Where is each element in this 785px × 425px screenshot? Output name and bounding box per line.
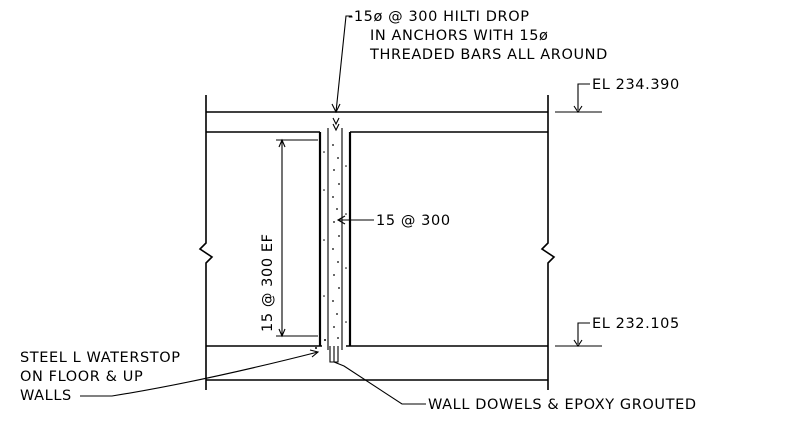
dowels-note: WALL DOWELS & EPOXY GROUTED <box>428 397 697 413</box>
dowels-leader <box>333 361 426 405</box>
vertical-bars-dimension <box>276 138 318 338</box>
elevation-bottom-label: EL 232.105 <box>592 316 680 332</box>
waterstop-leader <box>80 349 320 397</box>
infill-strip <box>318 117 352 350</box>
vertical-bars-label: 15 @ 300 EF <box>260 233 276 332</box>
anchor-note-line2: IN ANCHORS WITH 15ø <box>370 28 549 44</box>
horizontal-bars-leader <box>336 215 374 225</box>
waterstop-detail <box>315 339 339 363</box>
elevation-top-label: EL 234.390 <box>592 77 680 93</box>
waterstop-note-line3: WALLS <box>20 388 72 404</box>
concrete-stipple <box>323 144 347 339</box>
slab-outline <box>198 95 556 390</box>
waterstop-note-line1: STEEL L WATERSTOP <box>20 350 181 366</box>
anchor-note-leader <box>331 15 352 114</box>
anchor-note-line1: -15ø @ 300 HILTI DROP <box>348 9 530 25</box>
elevation-bottom-marker <box>555 322 602 347</box>
horizontal-bars-label: 15 @ 300 <box>376 213 451 229</box>
waterstop-note-line2: ON FLOOR & UP <box>20 369 143 385</box>
elevation-top-marker <box>555 83 602 113</box>
anchor-note-line3: THREADED BARS ALL AROUND <box>369 47 608 63</box>
